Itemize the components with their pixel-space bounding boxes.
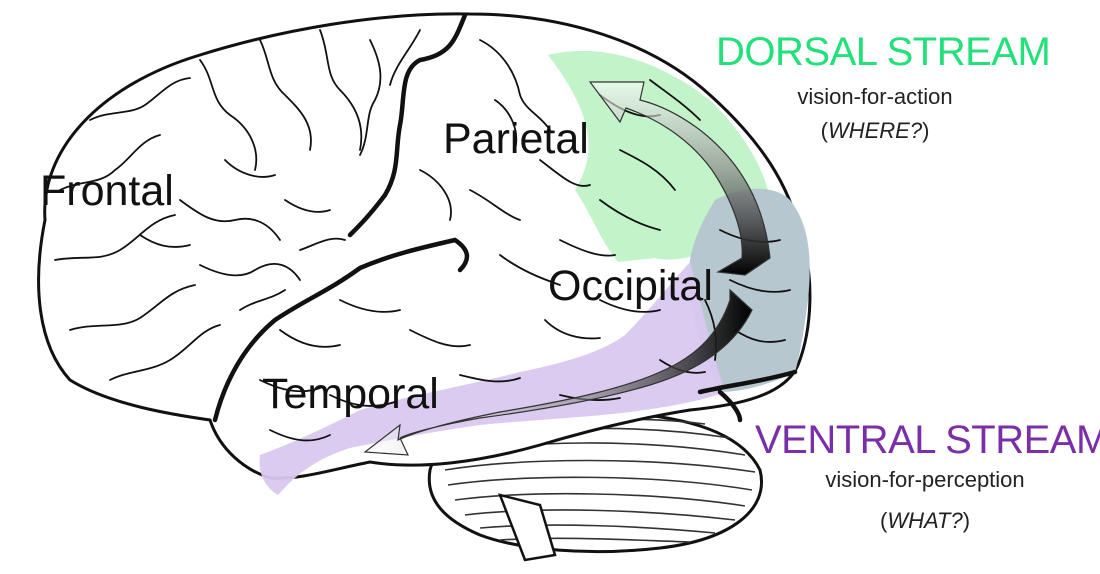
ventral-question-text: WHAT?: [887, 508, 962, 533]
dorsal-question-text: WHERE?: [828, 118, 922, 143]
ventral-stream-subtitle: vision-for-perception: [790, 467, 1060, 493]
label-parietal: Parietal: [443, 115, 589, 163]
dorsal-stream-title: DORSAL STREAM: [716, 30, 1050, 75]
label-occipital: Occipital: [548, 262, 713, 310]
ventral-stream-question: (WHAT?): [850, 508, 1000, 534]
dorsal-stream-subtitle: vision-for-action: [780, 84, 970, 110]
dorsal-stream-question: (WHERE?): [800, 118, 950, 144]
label-frontal: Frontal: [40, 167, 174, 215]
ventral-stream-title: VENTRAL STREAM: [755, 418, 1100, 463]
label-temporal: Temporal: [262, 370, 439, 418]
